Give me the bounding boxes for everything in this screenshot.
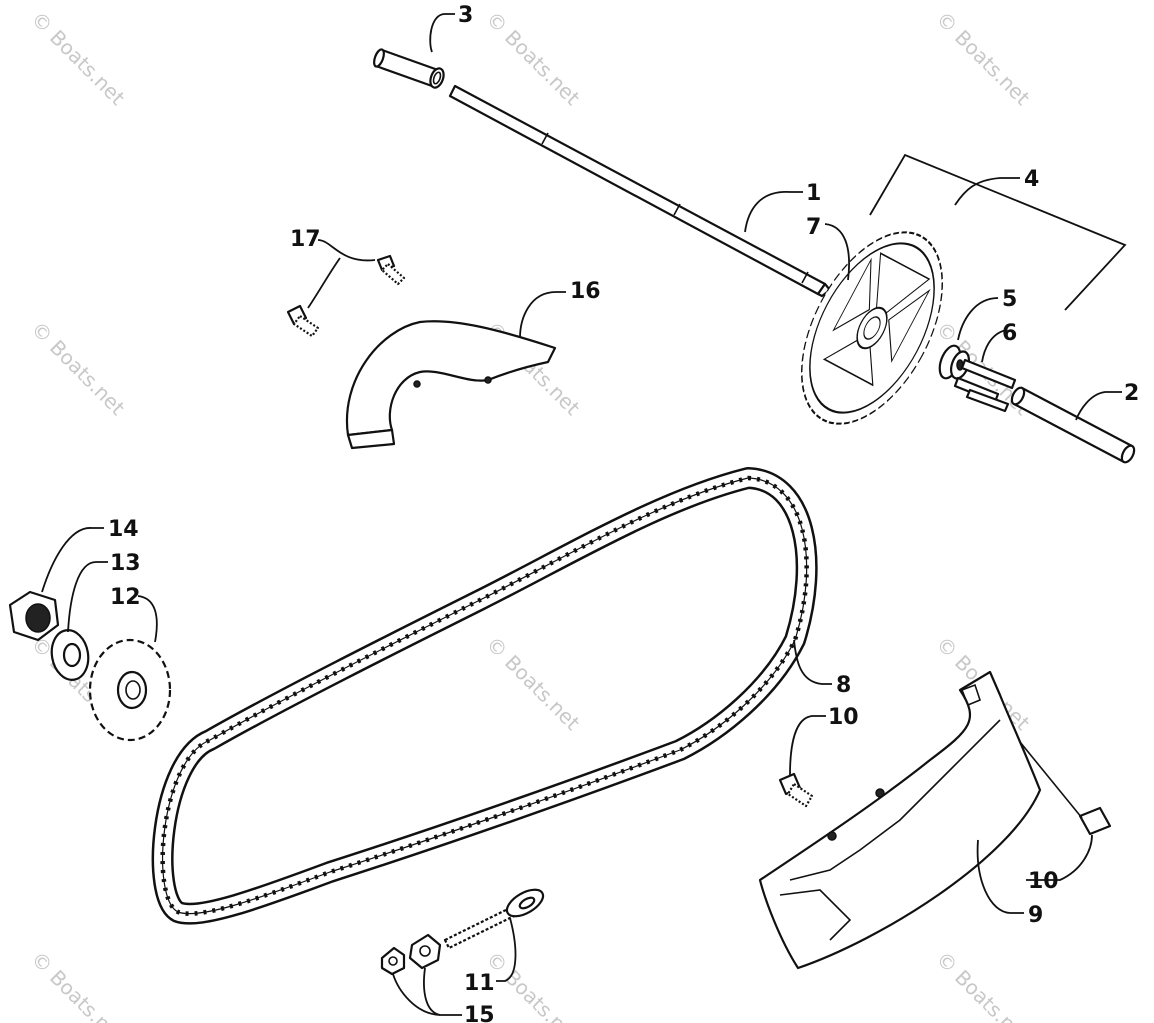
leader-7 [824, 223, 850, 281]
callout-10: 10 [1028, 869, 1059, 894]
leader-15b [392, 973, 441, 1016]
part-8-chain [151, 467, 818, 925]
callout-14: 14 [108, 517, 139, 542]
leader-10b [1026, 834, 1093, 881]
callout-13: 13 [110, 551, 141, 576]
leader-6 [981, 329, 1007, 363]
part-7-sprocket [801, 231, 943, 425]
leader-9 [976, 839, 1024, 914]
callout-4: 4 [1024, 167, 1039, 192]
part-17-screw [376, 254, 406, 286]
leader-14 [41, 527, 104, 593]
callout-5: 5 [1002, 287, 1017, 312]
leader-lines [41, 13, 1122, 1016]
callout-12: 12 [110, 585, 141, 610]
part-4-bracket-line [869, 153, 1127, 311]
callout-2: 2 [1124, 381, 1139, 406]
part-6-bolts [953, 358, 1017, 413]
callout-15: 15 [464, 1003, 495, 1023]
leader-10a [789, 715, 826, 776]
leader-16 [519, 291, 566, 339]
part-15-nut [380, 946, 406, 976]
part-13-washer [50, 629, 90, 681]
callout-labels: 3 1 7 4 5 6 2 17 16 14 13 12 8 10 10 9 1… [108, 3, 1139, 1023]
watermark: © Boats.net [931, 7, 1034, 110]
watermark: © Boats.net [26, 7, 129, 110]
watermark: © Boats.net [931, 947, 1034, 1023]
part-2-tube [1010, 386, 1136, 464]
callout-1: 1 [806, 181, 821, 206]
callout-11: 11 [464, 971, 495, 996]
leader-5 [957, 297, 999, 341]
leader-17b [307, 257, 341, 309]
part-17-screw [286, 304, 320, 338]
watermark: © Boats.net [26, 947, 129, 1023]
leader-17 [317, 239, 376, 262]
leader-11 [496, 917, 517, 982]
callout-9: 9 [1028, 903, 1043, 928]
watermark: © Boats.net [481, 632, 584, 735]
part-9-lower-guard [758, 670, 1042, 970]
leader-12 [137, 595, 158, 643]
leader-2 [1075, 391, 1122, 421]
part-12-sprocket [88, 638, 172, 742]
part-15-nut [408, 933, 442, 970]
leader-8 [793, 639, 832, 685]
part-1-axle [448, 84, 832, 298]
leader-4 [954, 177, 1020, 206]
leader-15 [423, 967, 462, 1016]
watermark: © Boats.net [26, 317, 129, 420]
leader-13 [67, 561, 108, 633]
leader-3 [429, 13, 455, 53]
leader-1 [744, 191, 803, 233]
callout-3: 3 [458, 3, 473, 28]
callout-10: 10 [828, 705, 859, 730]
part-5-hub [938, 344, 971, 380]
part-11-eye-bolt [443, 888, 545, 950]
part-3-sleeve [373, 48, 445, 89]
watermark: © Boats.net [481, 7, 584, 110]
callout-6: 6 [1002, 321, 1017, 346]
part-10-bolt [778, 772, 814, 808]
callout-7: 7 [806, 215, 821, 240]
callout-17: 17 [290, 227, 321, 252]
part-16-chain-guard [345, 320, 557, 450]
callout-16: 16 [570, 279, 601, 304]
part-14-nut [8, 590, 60, 642]
callout-8: 8 [836, 673, 851, 698]
watermark: © Boats.net [481, 947, 584, 1023]
